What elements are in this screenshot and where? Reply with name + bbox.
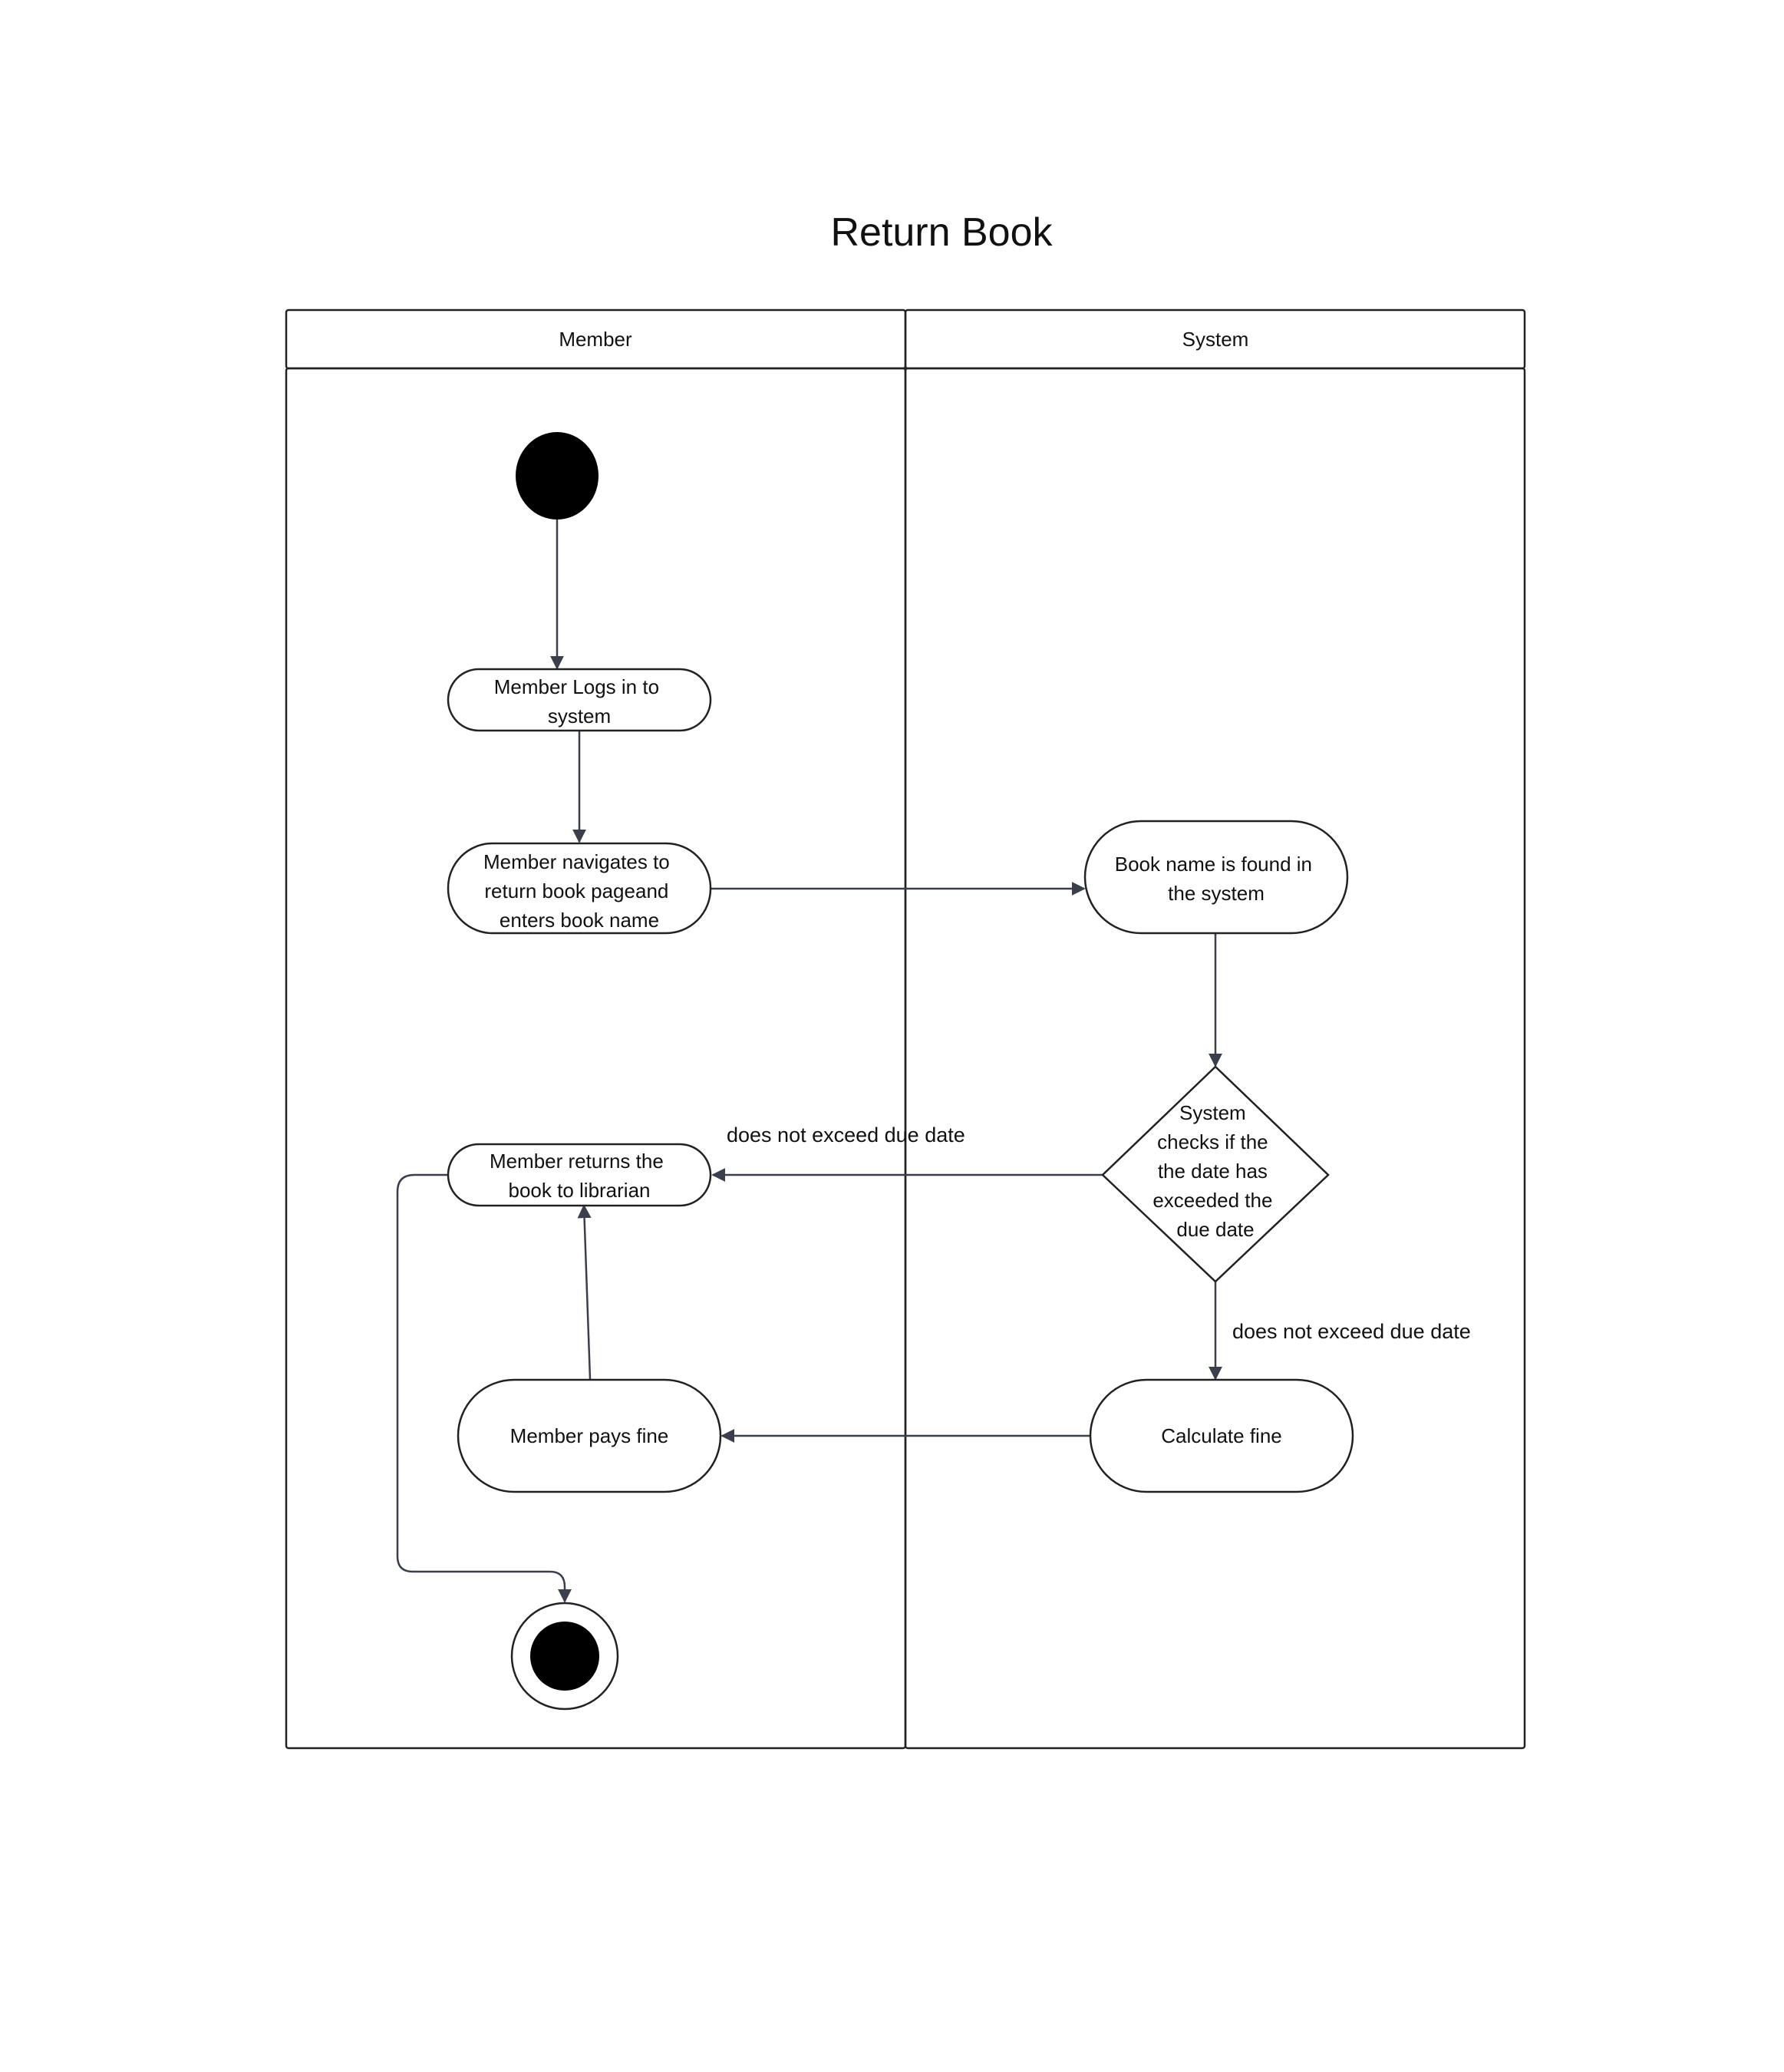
activity-pays-label: Member pays fine (510, 1424, 669, 1447)
activity-navigate-line-2: return book pageand (484, 879, 668, 902)
activity-pays-line-1: Member pays fine (510, 1424, 669, 1447)
activity-returns-line-2: book to librarian (509, 1179, 651, 1202)
decision-label: System checks if the the date has exceed… (1153, 1101, 1278, 1241)
decision-line-3: the date has (1158, 1160, 1268, 1183)
decision-line-1: System (1179, 1101, 1246, 1124)
final-node (510, 1602, 619, 1711)
decision-shape (1101, 1065, 1330, 1283)
decision-node: System checks if the the date has exceed… (1101, 1065, 1330, 1283)
edge-returns-to-end (396, 1173, 572, 1603)
swimlanes: Member System (285, 308, 1526, 1750)
activity-returns-label: Member returns the book to librarian (490, 1150, 669, 1202)
activity-found-shape (1083, 820, 1349, 935)
activity-navigate-shape (447, 842, 712, 935)
activity-found-label: Book name is found in the system (1115, 853, 1318, 905)
activity-login-shape (447, 668, 712, 732)
activity-pays: Member pays fine (457, 1378, 722, 1493)
activity-navigate-label: Member navigates to return book pageand … (483, 850, 675, 932)
activity-returns-shape (447, 1143, 712, 1207)
activity-navigate: Member navigates to return book pageand … (447, 842, 712, 935)
activity-returns-line-1: Member returns the (490, 1150, 664, 1173)
activity-returns: Member returns the book to librarian (447, 1143, 712, 1207)
activity-found-line-2: the system (1168, 882, 1265, 905)
decision-line-5: due date (1176, 1218, 1254, 1241)
activity-pays-shape (457, 1378, 722, 1493)
activity-navigate-line-1: Member navigates to (483, 850, 670, 873)
activity-calculate-shape (1089, 1378, 1354, 1493)
activity-calculate: Calculate fine (1089, 1378, 1354, 1493)
edges (396, 520, 1222, 1603)
decision-line-2: checks if the (1157, 1130, 1268, 1153)
activity-login-line-1: Member Logs in to (494, 675, 659, 698)
initial-node (516, 432, 599, 520)
activity-login-label: Member Logs in to system (494, 675, 665, 728)
edge-label-decision-to-calculate: does not exceed due date (1232, 1320, 1471, 1343)
activity-found-line-1: Book name is found in (1115, 853, 1312, 876)
lane-body-system (904, 367, 1526, 1750)
activity-login-line-2: system (548, 704, 611, 728)
activity-login: Member Logs in to system (447, 668, 712, 732)
diagram-title: Return Book (830, 210, 1053, 255)
lane-label-member: Member (559, 328, 632, 351)
activity-navigate-line-3: enters book name (500, 909, 659, 932)
edge-label-decision-to-returns: does not exceed due date (727, 1123, 965, 1147)
lane-body-member (285, 367, 907, 1750)
decision-line-4: exceeded the (1153, 1189, 1272, 1212)
lane-label-system: System (1182, 328, 1249, 351)
activity-calculate-label: Calculate fine (1161, 1424, 1282, 1447)
activity-calculate-line-1: Calculate fine (1161, 1424, 1282, 1447)
edge-pays-to-returns (577, 1204, 592, 1380)
activity-found: Book name is found in the system (1083, 820, 1349, 935)
final-node-core (530, 1622, 599, 1691)
